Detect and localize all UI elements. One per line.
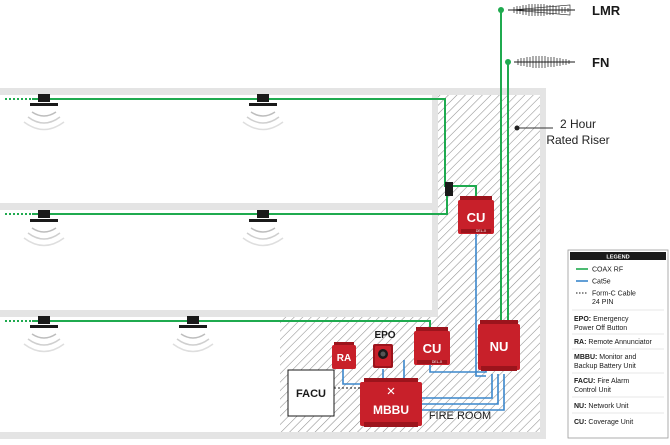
fn-antenna-icon — [517, 56, 570, 68]
mbbu-logo-icon — [387, 387, 395, 395]
ceiling-antenna-6 — [172, 316, 214, 353]
cu-upper-unit: CU DEL-X — [458, 196, 494, 234]
riser-hatch — [438, 95, 540, 432]
coax-floor-middle — [32, 193, 448, 215]
cu-upper-label: CU — [467, 210, 486, 225]
legend-def-ra: RA: Remote Annunciator — [574, 339, 653, 346]
cat5e-mbbu-to-nu-c — [418, 374, 505, 411]
legend-def-facu-line2: Control Unit — [574, 387, 611, 394]
cat5e-mbbu-to-nu-a — [418, 374, 493, 399]
nu-label: NU — [490, 339, 509, 354]
legend-item-cat5e: Cat5e — [592, 279, 611, 286]
legend-item-coax: COAX RF — [592, 267, 623, 274]
cu-lower-label: CU — [423, 341, 442, 356]
antenna-fn: FN — [505, 55, 609, 70]
coax-floor-top — [32, 98, 452, 187]
epo-label: EPO — [374, 330, 395, 341]
mbbu-unit: MBBU — [360, 378, 422, 427]
cat5e-cu-upper-to-nu — [475, 232, 486, 377]
riser-shaft — [432, 88, 546, 439]
facu-label: FACU — [296, 388, 326, 400]
legend: LEGEND COAX RF Cat5e Form-C Cable 24 PIN… — [567, 249, 669, 439]
floor-slab-lower — [0, 310, 438, 317]
legend-def-mbbu-line2: Backup Battery Unit — [574, 363, 636, 370]
riser-label-line1: 2 Hour — [560, 117, 596, 131]
cat5e-mbbu-to-nu-b — [418, 374, 499, 405]
ceiling-antenna-2 — [242, 94, 284, 131]
legend-def-epo-line2: Power Off Button — [574, 325, 627, 332]
floor-slab-bottom — [0, 432, 540, 439]
facu-unit: FACU — [287, 369, 335, 417]
ceiling-antenna-1 — [23, 94, 65, 131]
legend-item-formc: Form-C Cable — [592, 291, 636, 298]
fire-room-label: FIRE ROOM — [429, 410, 491, 422]
floor-slab-top — [0, 88, 540, 95]
cu-lower-sublabel: DEL-X — [432, 360, 443, 364]
riser-wall-left — [432, 95, 438, 432]
coax-continuation-dots — [5, 98, 32, 322]
legend-def-nu: NU: Network Unit — [574, 403, 629, 410]
cat5e-cabling — [342, 232, 505, 411]
legend-item-formc-line2: 24 PIN — [592, 299, 613, 306]
ra-unit: RA — [332, 342, 356, 369]
ra-label: RA — [337, 353, 351, 364]
riser-callout: 2 Hour Rated Riser — [514, 117, 610, 147]
floor-slab-middle — [0, 203, 438, 210]
cu-upper-sublabel: DEL-X — [476, 229, 487, 233]
lmr-label: LMR — [592, 3, 621, 18]
fn-label: FN — [592, 55, 609, 70]
lmr-antenna-icon — [513, 4, 569, 16]
riser-wall-right — [540, 88, 546, 439]
ceiling-antenna-5 — [23, 316, 65, 353]
epo-unit: EPO — [373, 330, 396, 368]
antenna-lmr: LMR — [498, 3, 621, 18]
riser-label-line2: Rated Riser — [546, 133, 609, 147]
legend-def-cu: CU: Coverage Unit — [574, 419, 633, 426]
splitter — [445, 182, 453, 196]
ceiling-antenna-3 — [23, 210, 65, 247]
coax-to-cu-upper — [452, 185, 477, 198]
legend-title: LEGEND — [606, 255, 629, 261]
nu-unit: NU — [478, 320, 520, 371]
cu-lower-unit: CU DEL-X — [414, 327, 450, 365]
legend-header — [570, 252, 666, 260]
legend-def-facu: FACU: Fire Alarm — [574, 378, 629, 385]
legend-def-mbbu: MBBU: Monitor and — [574, 354, 636, 361]
ceiling-antenna-4 — [242, 210, 284, 247]
floor-slabs — [0, 88, 540, 439]
legend-def-epo: EPO: Emergency — [574, 316, 629, 323]
riser-leader-dot — [514, 125, 520, 131]
mbbu-label: MBBU — [373, 403, 409, 417]
